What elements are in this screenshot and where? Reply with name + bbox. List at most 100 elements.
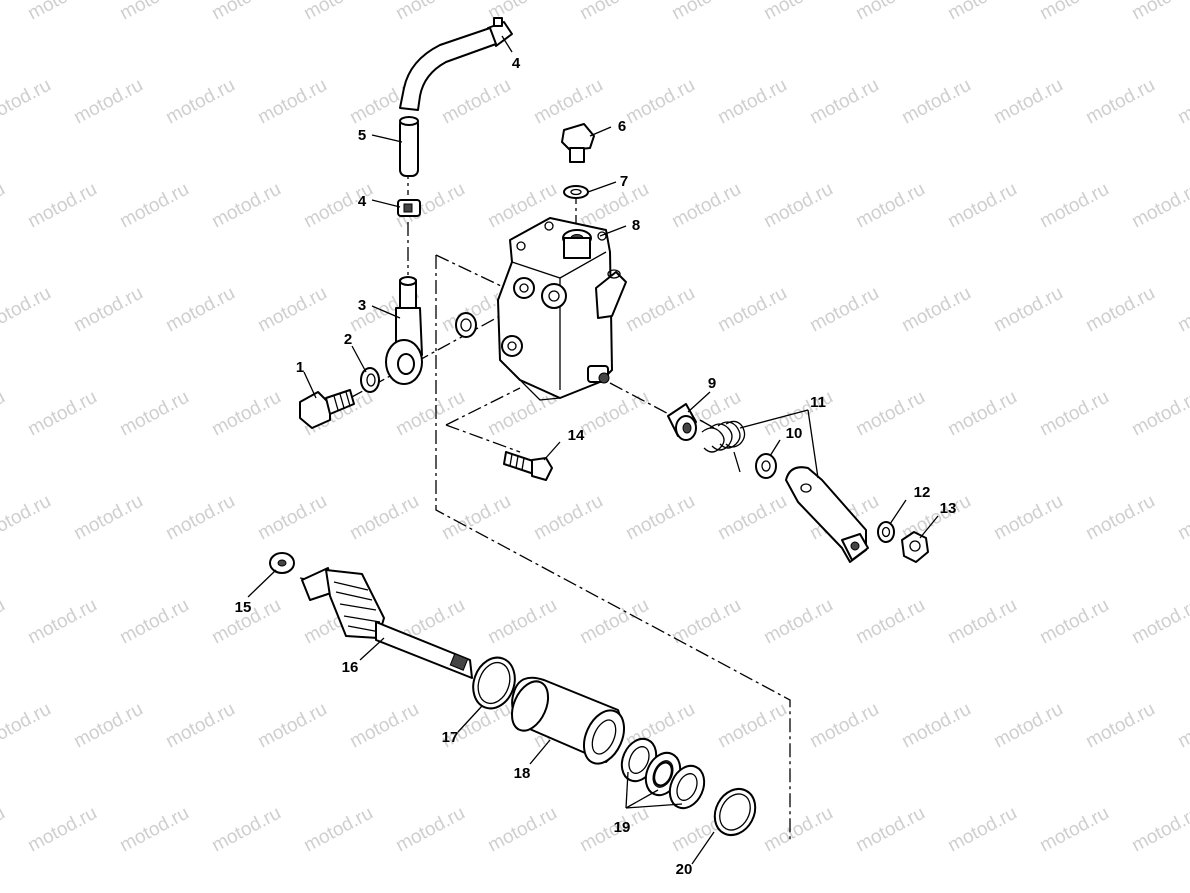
watermark-text: motod.ru bbox=[576, 0, 652, 24]
watermark-text: motod.ru bbox=[392, 387, 468, 441]
watermark-text: motod.ru bbox=[484, 595, 560, 649]
watermark-text: motod.ru bbox=[622, 491, 698, 545]
pump-drive-shaft[interactable] bbox=[301, 567, 473, 679]
watermark-text: motod.ru bbox=[70, 491, 146, 545]
watermark-text: motod.ru bbox=[944, 0, 1020, 24]
watermark-text: motod.ru bbox=[576, 595, 652, 649]
o-ring-pump-inlet[interactable] bbox=[455, 312, 477, 338]
watermark-text: motod.ru bbox=[944, 387, 1020, 441]
watermark-text: motod.ru bbox=[70, 283, 146, 337]
watermark-text: motod.ru bbox=[944, 803, 1020, 857]
watermark-text: motod.ru bbox=[1174, 491, 1190, 545]
watermark-text: motod.ru bbox=[760, 803, 836, 857]
leader-lines bbox=[247, 35, 939, 865]
watermark-text: motod.ru bbox=[714, 491, 790, 545]
watermark-text: motod.ru bbox=[24, 0, 100, 24]
watermark-text: motod.ru bbox=[484, 387, 560, 441]
watermark-text: motod.ru bbox=[622, 283, 698, 337]
watermark-text: motod.ru bbox=[0, 699, 55, 753]
watermark-text: motod.ru bbox=[254, 491, 330, 545]
watermark-text: motod.ru bbox=[392, 803, 468, 857]
watermark-text: motod.ru bbox=[0, 283, 55, 337]
watermark-text: motod.ru bbox=[530, 491, 606, 545]
watermark-text: motod.ru bbox=[24, 387, 100, 441]
return-spring[interactable] bbox=[699, 419, 746, 473]
spacer-bushing[interactable] bbox=[667, 403, 697, 441]
watermark-text: motod.ru bbox=[1082, 491, 1158, 545]
banjo-bolt[interactable] bbox=[299, 389, 355, 429]
watermark-text: motod.ru bbox=[1128, 0, 1190, 24]
watermark-text: motod.ru bbox=[1082, 283, 1158, 337]
watermark-text: motod.ru bbox=[852, 803, 928, 857]
watermark-text: motod.ru bbox=[438, 75, 514, 129]
callout-15: 15 bbox=[235, 599, 252, 616]
watermark-text: motod.ru bbox=[0, 179, 9, 233]
control-lever[interactable] bbox=[785, 466, 869, 563]
watermark-text: motod.ru bbox=[254, 75, 330, 129]
callout-3: 3 bbox=[358, 297, 366, 314]
callout-1: 1 bbox=[296, 359, 304, 376]
retaining-ring[interactable] bbox=[707, 782, 763, 842]
lever-nut[interactable] bbox=[901, 531, 929, 563]
watermark-text: motod.ru bbox=[484, 803, 560, 857]
watermark-text: motod.ru bbox=[1174, 699, 1190, 753]
watermark-text: motod.ru bbox=[208, 803, 284, 857]
watermark-text: motod.ru bbox=[714, 283, 790, 337]
watermark-text: motod.ru bbox=[0, 387, 9, 441]
callout-4-upper: 4 bbox=[512, 55, 521, 72]
watermark-text: motod.ru bbox=[254, 699, 330, 753]
sealing-washer[interactable] bbox=[360, 367, 380, 393]
shim-washer-3[interactable] bbox=[663, 760, 710, 813]
watermark-text: motod.ru bbox=[116, 595, 192, 649]
watermark-text: motod.ru bbox=[576, 387, 652, 441]
shaft-o-ring[interactable] bbox=[466, 652, 521, 715]
bleed-screw[interactable] bbox=[561, 123, 595, 163]
watermark-text: motod.ru bbox=[990, 699, 1066, 753]
watermark-text: motod.ru bbox=[0, 803, 9, 857]
watermark-text: motod.ru bbox=[162, 491, 238, 545]
hose-clamp-lower[interactable] bbox=[397, 199, 421, 217]
watermark-text: motod.ru bbox=[0, 595, 9, 649]
watermark-text: motod.ru bbox=[1128, 179, 1190, 233]
oil-pump-body[interactable] bbox=[497, 217, 627, 401]
watermark-text: motod.ru bbox=[806, 75, 882, 129]
watermark-text: motod.ru bbox=[116, 803, 192, 857]
lever-washer[interactable] bbox=[755, 453, 777, 479]
callout-6: 6 bbox=[618, 118, 626, 135]
watermark-text: motod.ru bbox=[898, 75, 974, 129]
watermark-text: motod.ru bbox=[576, 179, 652, 233]
watermark-text: motod.ru bbox=[990, 491, 1066, 545]
watermark-text: motod.ru bbox=[300, 0, 376, 24]
shaft-sleeve[interactable] bbox=[505, 676, 632, 770]
watermark-text: motod.ru bbox=[622, 75, 698, 129]
watermark-text: motod.ru bbox=[392, 0, 468, 24]
watermark-text: motod.ru bbox=[852, 0, 928, 24]
watermark-text: motod.ru bbox=[116, 387, 192, 441]
callout-14: 14 bbox=[568, 427, 585, 444]
watermark-text: motod.ru bbox=[1128, 387, 1190, 441]
callout-labels: 4 5 4 3 2 1 6 7 8 9 10 11 12 13 14 15 16… bbox=[235, 55, 957, 878]
watermark-text: motod.ru bbox=[70, 75, 146, 129]
callout-16: 16 bbox=[342, 659, 359, 676]
callout-2: 2 bbox=[344, 331, 352, 348]
callout-17: 17 bbox=[442, 729, 459, 746]
watermark-text: motod.ru bbox=[346, 699, 422, 753]
watermark-text: motod.ru bbox=[852, 595, 928, 649]
lever-nut-washer[interactable] bbox=[877, 521, 895, 543]
watermark-text: motod.ru bbox=[852, 179, 928, 233]
bleed-screw-washer[interactable] bbox=[563, 185, 589, 199]
callout-4-lower: 4 bbox=[358, 193, 367, 210]
oil-hose-bent[interactable] bbox=[399, 27, 497, 111]
banjo-fitting[interactable] bbox=[385, 276, 423, 385]
oil-hose-straight[interactable] bbox=[399, 116, 419, 177]
watermark-text: motod.ru bbox=[1036, 179, 1112, 233]
watermark-text: motod.ru bbox=[714, 699, 790, 753]
mounting-bolt[interactable] bbox=[503, 451, 553, 481]
callout-7: 7 bbox=[620, 173, 628, 190]
watermark-text: motod.ru bbox=[254, 283, 330, 337]
thrust-washer[interactable] bbox=[269, 552, 295, 574]
watermark-text: motod.ru bbox=[760, 595, 836, 649]
watermark-text: motod.ru bbox=[806, 283, 882, 337]
watermark-text: motod.ru bbox=[162, 699, 238, 753]
